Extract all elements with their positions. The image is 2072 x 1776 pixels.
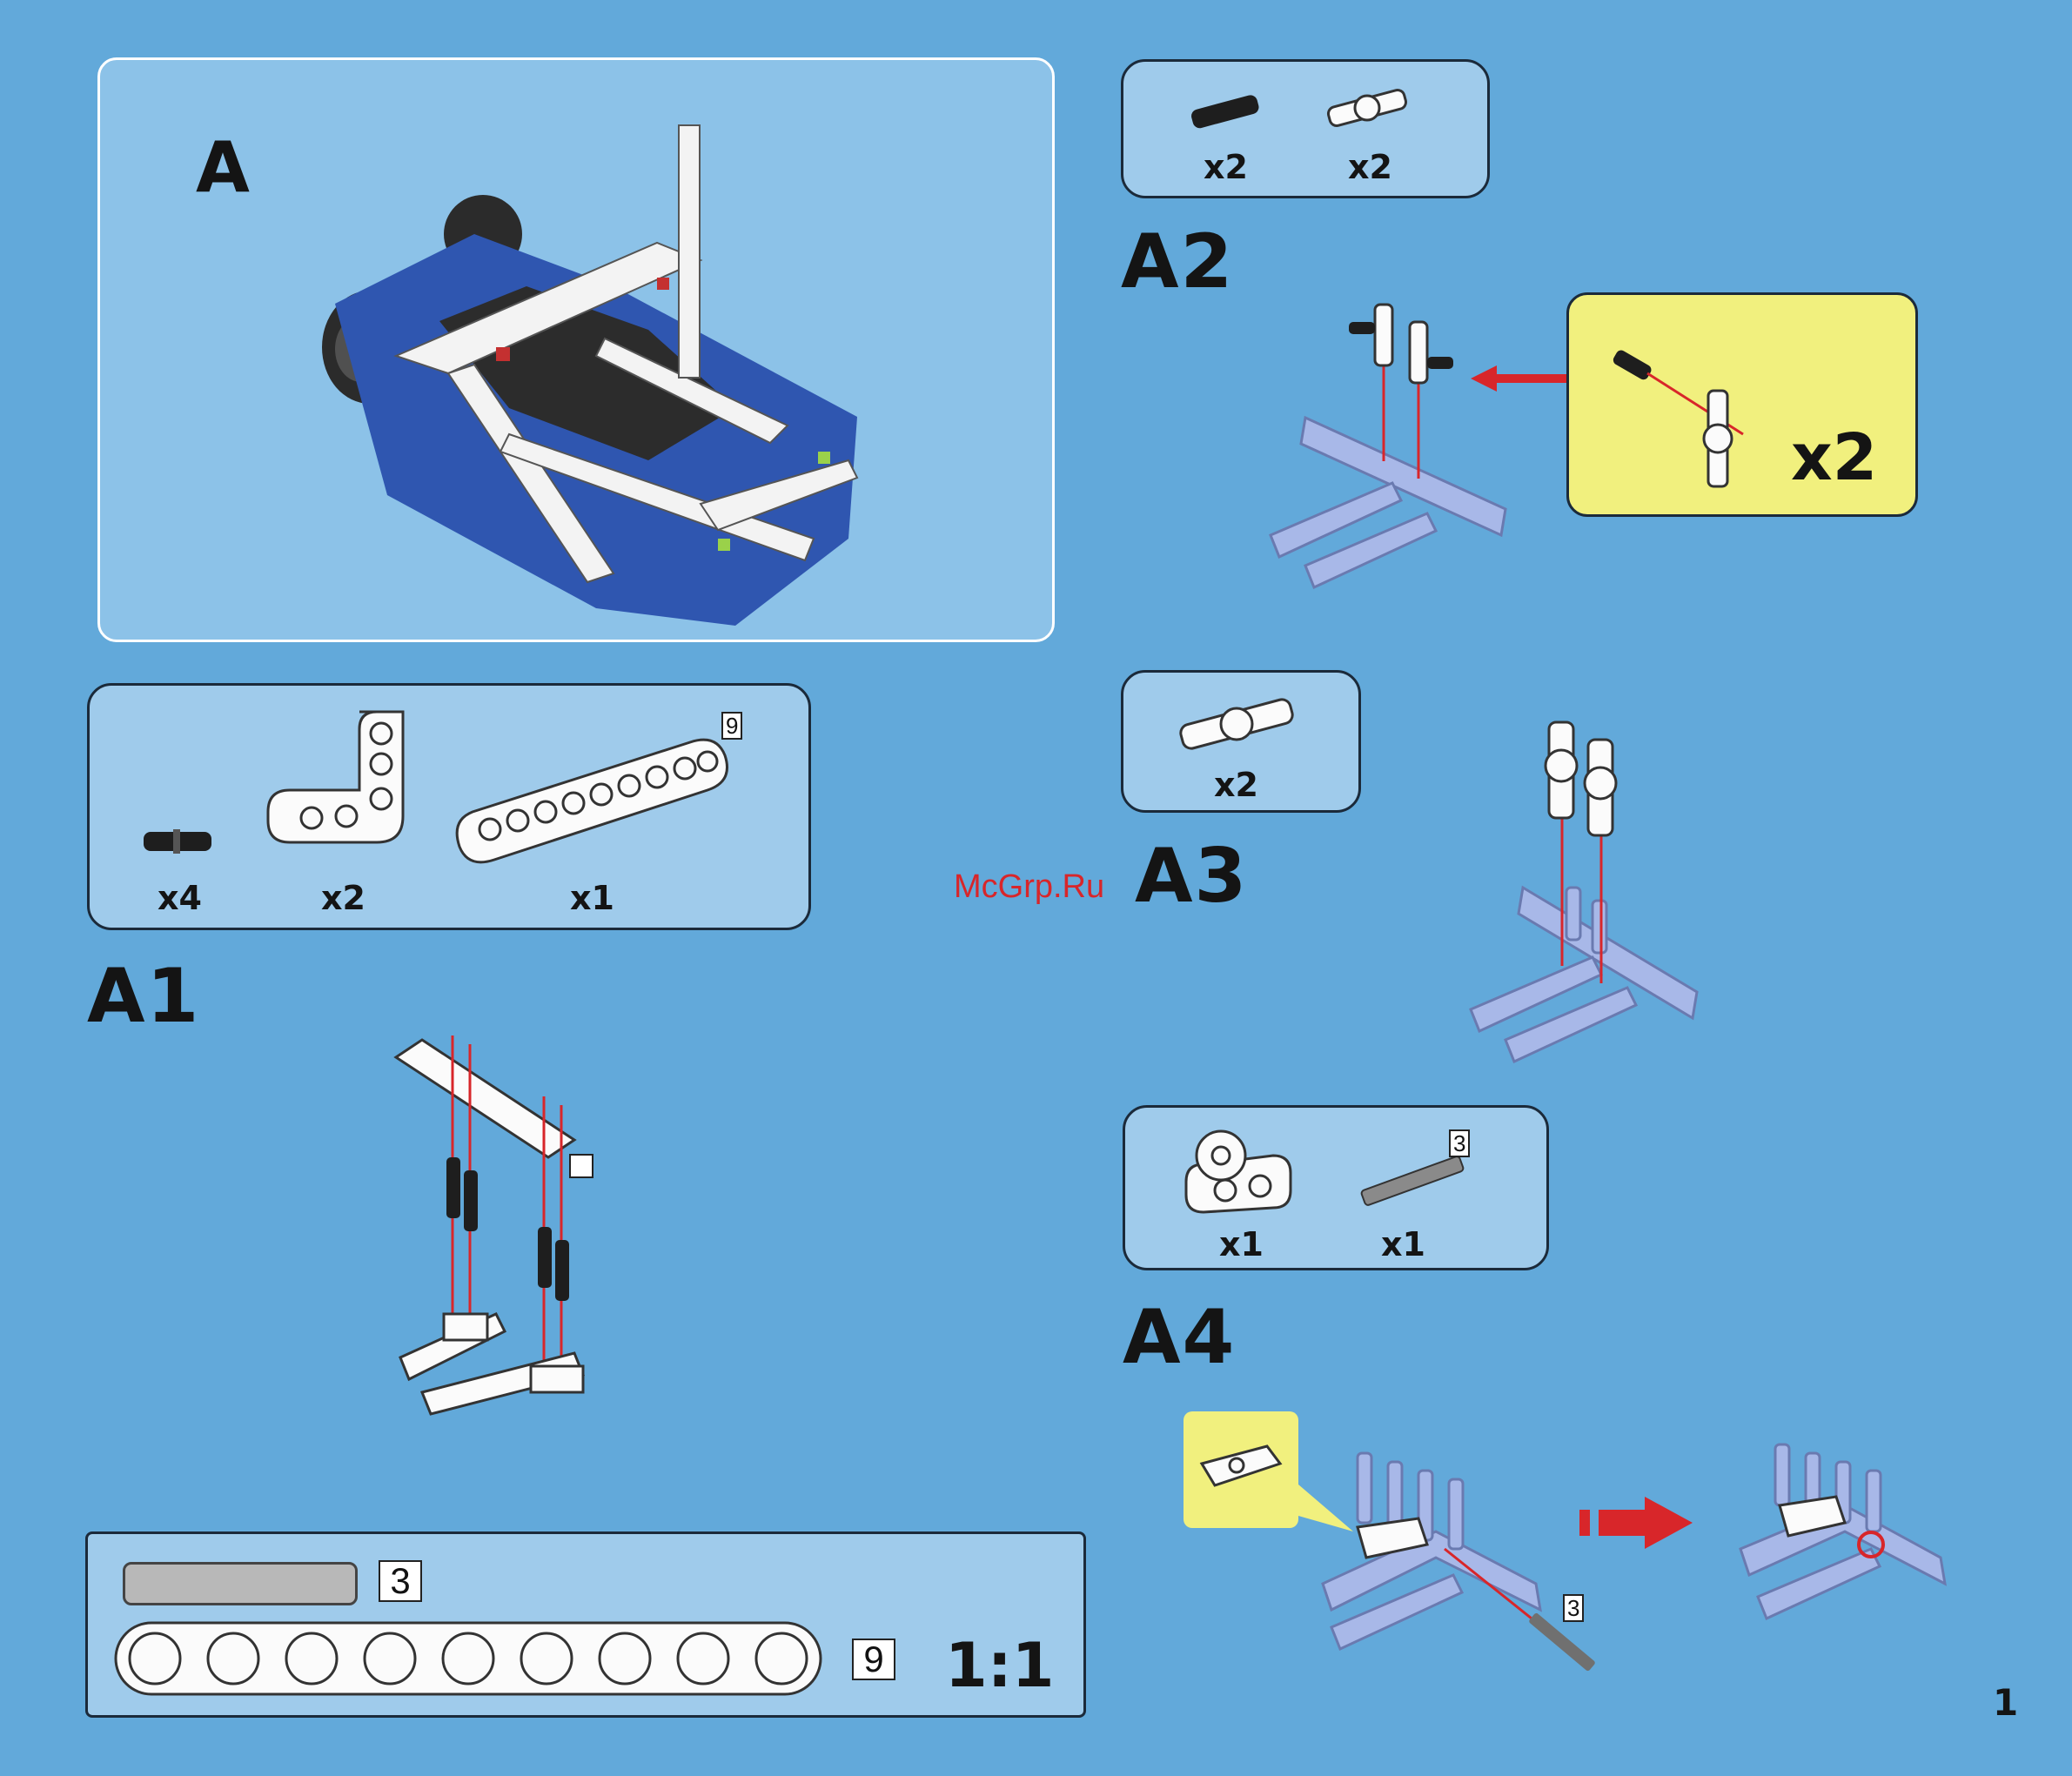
scale-axle-icon: [123, 1562, 358, 1605]
scale-panel: 3 9 1:1: [85, 1531, 1086, 1718]
a2-connector-qty: x2: [1348, 151, 1392, 184]
axle-icon: [1356, 1156, 1469, 1208]
a4-axle-length-tag: 3: [1449, 1129, 1470, 1157]
a3-connector-qty: x2: [1214, 768, 1258, 801]
callout-assembly-illustration: [1613, 338, 1787, 504]
pin-icon: [144, 825, 213, 860]
l-beam-icon: [264, 703, 429, 860]
watermark: McGrp.Ru: [954, 868, 1104, 906]
a4-block-qty: x1: [1219, 1228, 1264, 1261]
scale-beam-tag: 9: [852, 1639, 895, 1680]
overview-label: A: [196, 133, 251, 203]
scale-beam-icon: [114, 1621, 828, 1699]
a1-assembly-illustration: [374, 1027, 635, 1436]
a3-parts-panel: x2: [1121, 670, 1361, 813]
axle-pin-connector-icon: [1171, 690, 1302, 751]
axle-pin-connector-icon: [1319, 79, 1415, 131]
a4-parts-panel: 3 x1 x1: [1123, 1105, 1549, 1270]
a1-l-beam-qty: x2: [321, 881, 365, 915]
a4-callout: [1184, 1411, 1298, 1528]
step-a1-label: A1: [87, 959, 200, 1034]
result-arrow: [1579, 1497, 1701, 1549]
car-model-illustration: [248, 86, 857, 608]
a4-assembly-axle-tag: 3: [1563, 1594, 1584, 1622]
a4-result-illustration: [1732, 1436, 1958, 1645]
a2-insert-arrow: [1471, 365, 1575, 392]
callout-qty: x2: [1791, 426, 1877, 490]
a2-callout: x2: [1566, 292, 1918, 517]
pin-icon: [1191, 95, 1261, 130]
beam-length-tag: 9: [721, 712, 742, 740]
scale-ratio: 1:1: [945, 1635, 1054, 1696]
scale-axle-tag: 3: [379, 1560, 422, 1602]
cross-block-icon: [1197, 1438, 1284, 1507]
straight-beam-icon: [455, 725, 734, 864]
step-a2-label: A2: [1121, 225, 1234, 299]
a1-beam-qty: x1: [570, 881, 614, 915]
a1-parts-panel: 9 x4 x2 x1: [87, 683, 811, 930]
step-a3-label: A3: [1135, 839, 1248, 914]
a1-pin-qty: x4: [158, 881, 202, 915]
step-a4-label: A4: [1123, 1300, 1236, 1375]
page-number: 1: [1993, 1685, 2018, 1721]
a2-assembly-illustration: [1262, 305, 1532, 592]
a3-assembly-illustration: [1462, 714, 1714, 1062]
overview-panel: A: [97, 57, 1055, 642]
a2-parts-panel: x2 x2: [1121, 59, 1490, 198]
a4-axle-qty: x1: [1381, 1228, 1425, 1261]
cross-block-icon: [1177, 1121, 1299, 1216]
a4-assembly-illustration: [1305, 1436, 1584, 1697]
a2-pin-qty: x2: [1204, 151, 1248, 184]
